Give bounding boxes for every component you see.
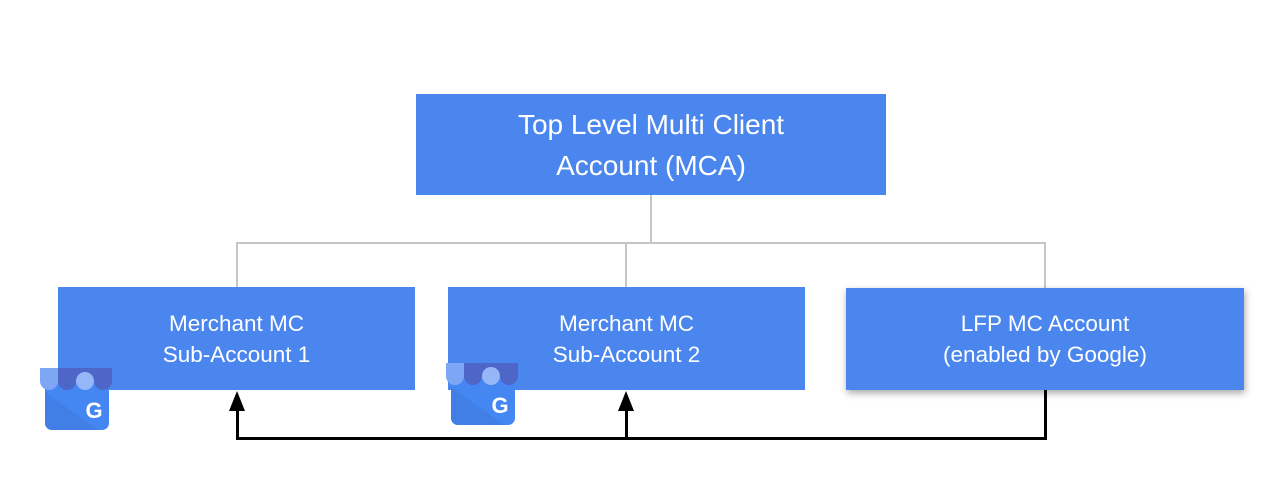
arrow-line-to-sub2: [625, 402, 628, 440]
lfp-mc-account-box: LFP MC Account (enabled by Google): [846, 288, 1244, 390]
arrowhead-up-icon: [618, 391, 634, 411]
box-label-line: LFP MC Account: [960, 311, 1130, 336]
svg-text:G: G: [491, 393, 508, 418]
box-label-line: (enabled by Google): [943, 342, 1147, 367]
box-label-line: Top Level Multi Client: [517, 108, 785, 140]
merchant-sub-account-1-box: Merchant MC Sub-Account 1: [58, 287, 415, 390]
tree-connector-root-drop: [650, 195, 652, 242]
arrowhead-up-icon: [229, 391, 245, 411]
tree-connector-drop-sub2: [625, 242, 627, 287]
box-label-line: Merchant MC: [168, 310, 305, 336]
box-label-line: Sub-Account 2: [552, 341, 701, 367]
tree-connector-drop-lfp: [1044, 242, 1046, 288]
arrow-line-from-lfp: [1044, 390, 1047, 438]
box-label-line: Account (MCA): [556, 149, 746, 181]
merchant-sub-account-2-box: Merchant MC Sub-Account 2: [448, 287, 805, 390]
arrow-line-to-sub1: [236, 402, 239, 440]
google-my-business-icon: G: [40, 368, 112, 437]
tree-connector-drop-sub1: [236, 242, 238, 287]
box-label-line: Merchant MC: [558, 310, 695, 336]
google-my-business-icon: G: [446, 363, 518, 432]
arrow-line-horizontal: [236, 437, 1047, 440]
top-level-mca-box: Top Level Multi Client Account (MCA): [416, 94, 886, 195]
box-label-line: Sub-Account 1: [162, 341, 311, 367]
svg-text:G: G: [85, 398, 102, 423]
tree-connector-horizontal: [236, 242, 1046, 244]
